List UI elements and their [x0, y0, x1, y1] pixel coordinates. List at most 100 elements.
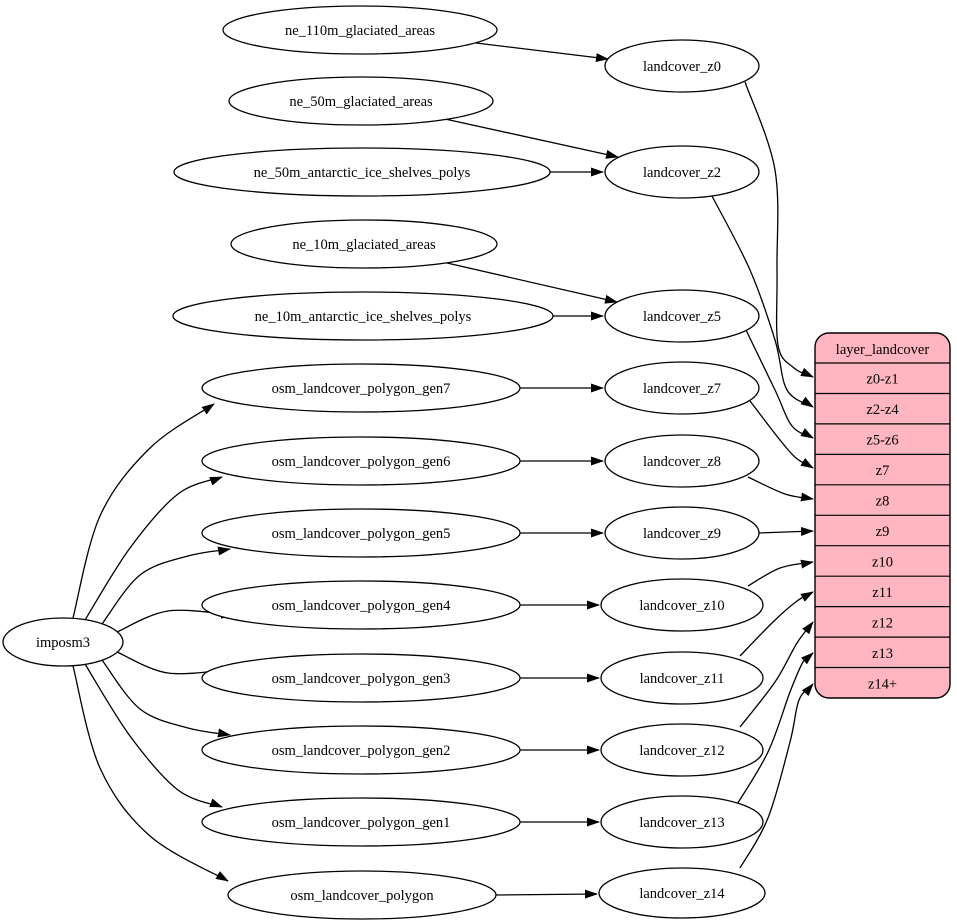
node-ne_50m_antarctic_ice_shelves_polys: ne_50m_antarctic_ice_shelves_polys	[173, 147, 551, 197]
node-ellipse-osm_landcover_polygon_gen7	[201, 363, 521, 413]
node-label-osm_landcover_polygon_gen1: osm_landcover_polygon_gen1	[272, 815, 451, 831]
node-landcover_z9: landcover_z9	[604, 506, 760, 560]
node-ellipse-osm_landcover_polygon	[227, 870, 497, 920]
node-ellipse-landcover_z14	[598, 867, 766, 919]
node-ellipse-osm_landcover_polygon_gen6	[201, 436, 521, 486]
edge-landcover_z7--layer_landcover-z7	[749, 400, 814, 469]
record-row-label: z7	[876, 463, 890, 479]
node-landcover_z8: landcover_z8	[604, 434, 760, 488]
node-osm_landcover_polygon_gen3: osm_landcover_polygon_gen3	[201, 653, 521, 703]
node-label-osm_landcover_polygon_gen7: osm_landcover_polygon_gen7	[272, 381, 451, 397]
node-ellipse-ne_10m_antarctic_ice_shelves_polys	[172, 291, 554, 341]
node-label-ne_50m_glaciated_areas: ne_50m_glaciated_areas	[289, 94, 433, 110]
node-ellipse-landcover_z8	[604, 434, 760, 488]
node-label-osm_landcover_polygon: osm_landcover_polygon	[290, 888, 434, 904]
node-label-landcover_z14: landcover_z14	[639, 886, 725, 902]
node-osm_landcover_polygon_gen5: osm_landcover_polygon_gen5	[201, 508, 521, 558]
node-ellipse-ne_50m_antarctic_ice_shelves_polys	[173, 147, 551, 197]
edge-osm_landcover_polygon--landcover_z14	[495, 889, 598, 899]
edges-layer	[72, 42, 814, 899]
record-row-label: z5-z6	[866, 433, 898, 449]
node-ellipse-osm_landcover_polygon_gen5	[201, 508, 521, 558]
node-ne_110m_glaciated_areas: ne_110m_glaciated_areas	[222, 5, 498, 55]
record-row-z13: z13	[815, 636, 950, 662]
node-label-imposm3: imposm3	[36, 635, 90, 651]
node-label-osm_landcover_polygon_gen4: osm_landcover_polygon_gen4	[272, 598, 452, 614]
node-ellipse-landcover_z12	[600, 723, 764, 777]
node-label-ne_50m_antarctic_ice_shelves_polys: ne_50m_antarctic_ice_shelves_polys	[254, 165, 471, 181]
node-ellipse-landcover_z5	[604, 289, 760, 343]
node-ellipse-landcover_z11	[600, 651, 764, 705]
node-ellipse-ne_10m_glaciated_areas	[230, 219, 498, 269]
edge-imposm3--osm_landcover_polygon_gen6	[84, 476, 223, 621]
node-ellipse-landcover_z2	[604, 145, 760, 199]
node-ne_50m_glaciated_areas: ne_50m_glaciated_areas	[228, 76, 494, 126]
node-label-landcover_z13: landcover_z13	[639, 815, 724, 831]
node-landcover_z0: landcover_z0	[604, 39, 760, 93]
record-row-label: z10	[872, 555, 893, 571]
record-row-label: z11	[872, 585, 892, 601]
edge-imposm3--osm_landcover_polygon_gen1	[84, 663, 223, 808]
node-ellipse-landcover_z10	[600, 578, 764, 632]
node-ellipse-ne_110m_glaciated_areas	[222, 5, 498, 55]
node-osm_landcover_polygon_gen2: osm_landcover_polygon_gen2	[201, 725, 521, 775]
node-ne_10m_glaciated_areas: ne_10m_glaciated_areas	[230, 219, 498, 269]
record-row-z11: z11	[815, 575, 950, 601]
node-osm_landcover_polygon_gen1: osm_landcover_polygon_gen1	[201, 797, 521, 847]
edge-landcover_z12--layer_landcover-z12	[739, 621, 814, 728]
edge-imposm3--osm_landcover_polygon_gen2	[101, 659, 231, 738]
record-row-z10: z10	[815, 545, 950, 571]
record-row-z8: z8	[815, 484, 950, 510]
node-landcover_z7: landcover_z7	[604, 361, 760, 415]
node-ellipse-osm_landcover_polygon_gen4	[201, 580, 521, 630]
node-landcover_z12: landcover_z12	[600, 723, 764, 777]
record-row-label: z8	[876, 494, 890, 510]
edge-landcover_z14--layer_landcover-z14+	[739, 683, 814, 869]
edge-ne_50m_glaciated_areas--landcover_z2	[444, 118, 619, 159]
node-landcover_z14: landcover_z14	[598, 867, 766, 919]
node-label-osm_landcover_polygon_gen6: osm_landcover_polygon_gen6	[272, 454, 451, 470]
node-ne_10m_antarctic_ice_shelves_polys: ne_10m_antarctic_ice_shelves_polys	[172, 291, 554, 341]
node-label-ne_10m_glaciated_areas: ne_10m_glaciated_areas	[292, 237, 436, 253]
node-label-landcover_z8: landcover_z8	[643, 454, 721, 470]
record-row-z5-z6: z5-z6	[815, 423, 950, 449]
node-label-landcover_z12: landcover_z12	[639, 743, 724, 759]
record-row-label: z12	[872, 615, 893, 631]
edge-landcover_z9--layer_landcover-z9	[758, 526, 814, 536]
node-landcover_z11: landcover_z11	[600, 651, 764, 705]
node-label-landcover_z10: landcover_z10	[639, 598, 724, 614]
record-row-label: z13	[872, 646, 893, 662]
record-row-z9: z9	[815, 514, 950, 540]
record-title: layer_landcover	[836, 342, 930, 358]
node-label-landcover_z5: landcover_z5	[643, 309, 721, 325]
record-row-z2-z4: z2-z4	[815, 392, 950, 418]
record-row-z12: z12	[815, 605, 950, 631]
edge-landcover_z13--layer_landcover-z13	[735, 652, 814, 807]
node-label-osm_landcover_polygon_gen2: osm_landcover_polygon_gen2	[272, 743, 451, 759]
node-imposm3: imposm3	[2, 617, 124, 667]
node-ellipse-osm_landcover_polygon_gen3	[201, 653, 521, 703]
node-osm_landcover_polygon_gen7: osm_landcover_polygon_gen7	[201, 363, 521, 413]
node-osm_landcover_polygon_gen4: osm_landcover_polygon_gen4	[201, 580, 521, 630]
record-layer_landcover: layer_landcover z0-z1 z2-z4 z5-z6 z7 z8 z9 z10 z…	[814, 332, 951, 699]
edge-imposm3--osm_landcover_polygon_gen7	[72, 403, 215, 619]
node-ellipse-landcover_z9	[604, 506, 760, 560]
node-label-landcover_z9: landcover_z9	[643, 526, 721, 542]
node-ellipse-landcover_z0	[604, 39, 760, 93]
edge-landcover_z8--layer_landcover-z8	[747, 476, 814, 502]
record-row-z7: z7	[815, 453, 950, 479]
edge-imposm3--osm_landcover_polygon	[72, 665, 229, 882]
node-landcover_z2: landcover_z2	[604, 145, 760, 199]
node-ellipse-imposm3	[2, 617, 124, 667]
edge-ne_110m_glaciated_areas--landcover_z0	[475, 42, 609, 63]
node-osm_landcover_polygon_gen6: osm_landcover_polygon_gen6	[201, 436, 521, 486]
record-row-label: z9	[876, 524, 890, 540]
node-osm_landcover_polygon: osm_landcover_polygon	[227, 870, 497, 920]
edge-landcover_z2--layer_landcover-z2-z4	[711, 195, 814, 408]
record-row-z0-z1: z0-z1	[815, 362, 950, 388]
node-ellipse-osm_landcover_polygon_gen1	[201, 797, 521, 847]
record-row-z14+: z14+	[815, 666, 950, 692]
node-ellipse-landcover_z13	[600, 795, 764, 849]
